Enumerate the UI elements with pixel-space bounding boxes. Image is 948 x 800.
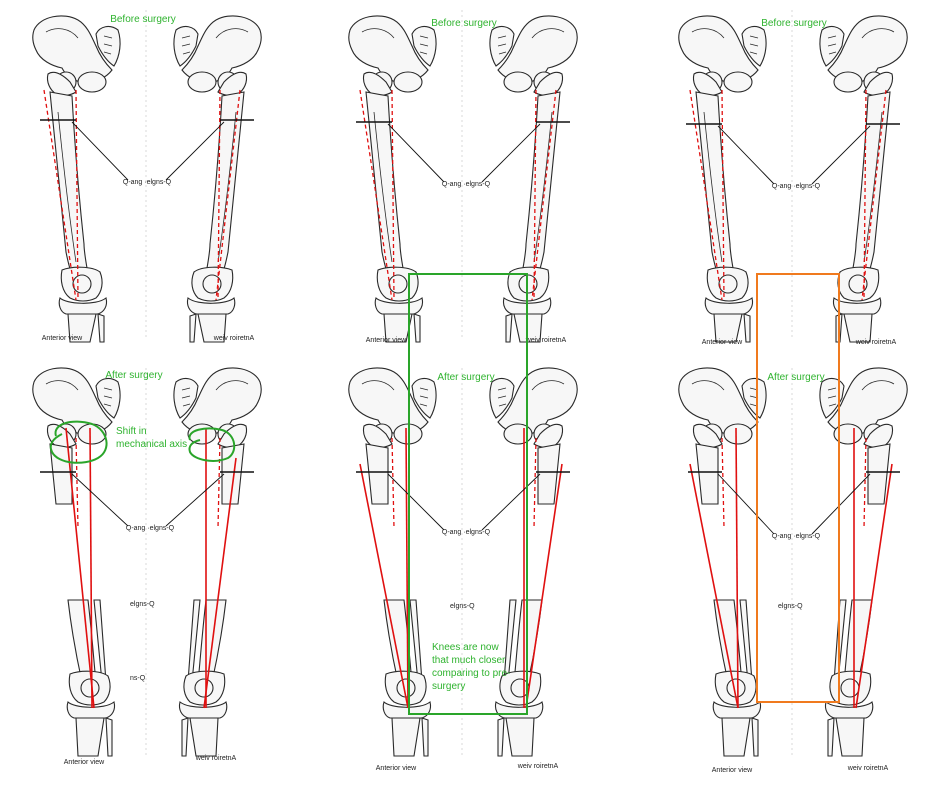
note-line-2: mechanical axis <box>116 439 187 450</box>
panel-after-2: After surgery Q-ang ·elgns-Q elgns-Q Kne… <box>348 367 578 772</box>
status-label: Before surgery <box>110 14 176 25</box>
mid-label: elgns-Q <box>130 601 155 608</box>
mirrored-view-label: weiv roiretnA <box>213 335 255 342</box>
mirrored-view-label: weiv roiretnA <box>517 763 559 770</box>
anterior-view-label: Anterior view <box>42 335 83 342</box>
status-label: Before surgery <box>431 18 497 29</box>
anterior-view-label: Anterior view <box>64 759 105 766</box>
mirrored-view-label: weiv roiretnA <box>847 765 889 772</box>
panel-before-2: Before surgery Q-ang ·elgns-Q Anterior v… <box>348 10 578 344</box>
q-angle-label: Q-ang ·elgns-Q <box>442 529 491 536</box>
anterior-view-label: Anterior view <box>376 765 417 772</box>
anterior-view-label: Anterior view <box>702 339 743 346</box>
status-label: After surgery <box>437 372 494 383</box>
anterior-view-label: Anterior view <box>366 337 407 344</box>
note-line-4: surgery <box>432 681 465 692</box>
anterior-view-label: Anterior view <box>712 767 753 774</box>
panel-before-1: Before surgery Q-ang ·elgns-Q Anterior v… <box>32 10 262 343</box>
knee-gap-highlight-orange <box>756 273 840 703</box>
mid-label: elgns-Q <box>778 603 803 610</box>
knee-gap-highlight-green <box>408 273 528 715</box>
status-label: Before surgery <box>761 18 827 29</box>
q-angle-label: Q-ang ·elgns-Q <box>123 179 172 186</box>
note-line-1: Shift in <box>116 426 147 437</box>
panel-before-3: Before surgery Q-ang ·elgns-Q Anterior v… <box>678 10 908 346</box>
mirrored-view-label: weiv roiretnA <box>525 337 567 344</box>
q-angle-label: Q-ang ·elgns-Q <box>126 525 175 532</box>
q-angle-label: Q-ang ·elgns-Q <box>442 181 491 188</box>
status-label: After surgery <box>105 370 162 381</box>
note-line-3: comparing to pre- <box>432 668 510 679</box>
mirrored-view-label: weiv roiretnA <box>195 755 237 762</box>
note-line-1: Knees are now <box>432 642 499 653</box>
q-angle-label: Q-ang ·elgns-Q <box>772 533 821 540</box>
mirrored-view-label: weiv roiretnA <box>855 339 897 346</box>
panel-after-3: After surgery Q-ang ·elgns-Q elgns-Q Ant… <box>678 367 908 774</box>
panel-after-1: After surgery Shift in mechanical axis Q… <box>32 367 262 766</box>
note-line-2: that much closer <box>432 655 506 666</box>
mid-label-2: ns-Q <box>130 675 146 682</box>
q-angle-label: Q-ang ·elgns-Q <box>772 183 821 190</box>
status-label: After surgery <box>767 372 824 383</box>
mid-label: elgns-Q <box>450 603 475 610</box>
